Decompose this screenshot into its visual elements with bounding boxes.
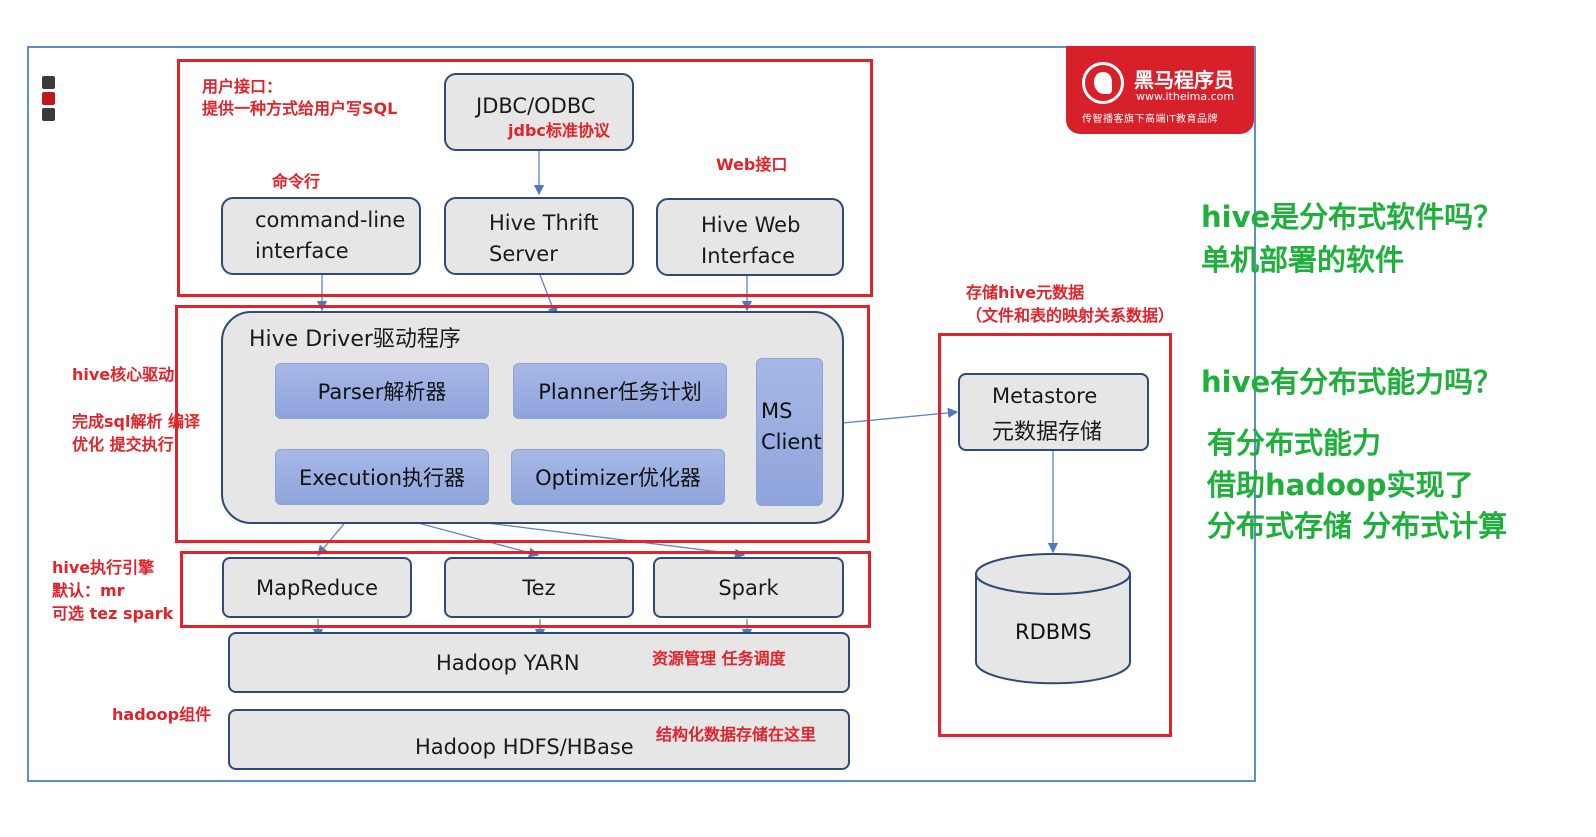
tez-box: Tez: [444, 557, 634, 618]
cli-line2: interface: [255, 239, 349, 263]
cli-note: 命令行: [272, 172, 321, 191]
spark-label: Spark: [718, 575, 779, 600]
driver-desc-line2: 优化 提交执行: [72, 435, 174, 454]
logo-slogan: 传智播客旗下高端IT教育品牌: [1082, 114, 1219, 125]
square-icon: [42, 108, 55, 121]
execution-label: Execution执行器: [298, 466, 466, 490]
yarn-note: 资源管理 任务调度: [652, 649, 786, 668]
driver-group: [175, 305, 870, 543]
arrow-ms-metastore: [821, 407, 959, 426]
ms-client-line1: MS: [761, 399, 793, 423]
parser-box: Parser解析器: [275, 363, 489, 419]
itheima-logo: 黑马程序员 www.itheima.com 传智播客旗下高端IT教育品牌: [1066, 46, 1254, 134]
hadoop-hdfs-label: Hadoop HDFS/HBase: [415, 735, 634, 759]
mapreduce-box: MapReduce: [222, 557, 412, 618]
cli-box: command-line interface: [221, 197, 421, 275]
jdbc-odbc-box: JDBC/ODBC: [444, 73, 634, 151]
answer1: 单机部署的软件: [1201, 243, 1405, 277]
ms-client-box: MS Client: [756, 358, 823, 506]
question2: hive有分布式能力吗？: [1201, 365, 1503, 399]
metastore-group: [938, 333, 1172, 737]
engine-group: [180, 551, 871, 628]
thrift-line2: Server: [489, 242, 558, 266]
thrift-line1: Hive Thrift: [489, 211, 599, 235]
spark-box: Spark: [653, 557, 844, 618]
jdbc-odbc-label: JDBC/ODBC: [476, 94, 596, 118]
cli-line1: command-line: [255, 208, 406, 232]
user-interface-label: 用户接口：: [202, 77, 283, 96]
mapreduce-label: MapReduce: [256, 575, 378, 600]
thrift-server-box: Hive Thrift Server: [444, 197, 634, 275]
user-interface-desc: 提供一种方式给用户写SQL: [202, 99, 398, 118]
engine-label-line1: hive执行引擎: [52, 558, 155, 577]
engine-label-line2: 默认：mr: [52, 581, 125, 600]
driver-desc-line1: 完成sql解析 编译: [72, 412, 201, 431]
logo-url: www.itheima.com: [1136, 90, 1235, 103]
answer2-line1: 有分布式能力: [1207, 426, 1382, 460]
logo-brand: 黑马程序员: [1134, 68, 1234, 92]
hadoop-yarn-label: Hadoop YARN: [436, 651, 580, 675]
metastore-label-line2: （文件和表的映射关系数据）: [966, 306, 1175, 325]
hive-driver-title: Hive Driver驱动程序: [249, 327, 461, 352]
metastore-line1: Metastore: [992, 384, 1098, 408]
rdbms-label: RDBMS: [1015, 620, 1092, 644]
planner-box: Planner任务计划: [513, 363, 727, 419]
metastore-label-line1: 存储hive元数据: [966, 283, 1085, 302]
horse-logo-icon: [1082, 62, 1124, 104]
metastore-box: Metastore 元数据存储: [958, 373, 1149, 451]
hadoop-yarn-box: Hadoop YARN: [228, 632, 850, 693]
driver-label: hive核心驱动: [72, 365, 175, 384]
square-icon: [42, 92, 55, 105]
answer2-line2: 借助hadoop实现了: [1207, 468, 1474, 502]
diagram-frame: [27, 46, 1256, 782]
metastore-line2: 元数据存储: [992, 420, 1103, 445]
web-line1: Hive Web: [701, 213, 801, 237]
rdbms-cylinder-icon: [975, 553, 1131, 685]
user-interface-group: [177, 59, 873, 297]
web-interface-box: Hive Web Interface: [656, 198, 844, 276]
web-line2: Interface: [701, 244, 796, 268]
planner-label: Planner任务计划: [538, 380, 702, 404]
hdfs-note: 结构化数据存储在这里: [656, 725, 817, 744]
question1: hive是分布式软件吗？: [1201, 200, 1503, 234]
optimizer-box: Optimizer优化器: [511, 449, 725, 505]
ms-client-line2: Client: [761, 430, 822, 454]
hadoop-label: hadoop组件: [112, 705, 212, 724]
jdbc-note: jdbc标准协议: [508, 121, 610, 140]
hadoop-hdfs-box: Hadoop HDFS/HBase: [228, 709, 850, 770]
answer2-line3: 分布式存储 分布式计算: [1207, 509, 1508, 543]
execution-box: Execution执行器: [275, 449, 489, 505]
square-icon: [42, 76, 55, 89]
engine-label-line3: 可选 tez spark: [52, 604, 174, 623]
tez-label: Tez: [522, 575, 556, 600]
parser-label: Parser解析器: [317, 380, 447, 404]
web-note: Web接口: [716, 155, 788, 174]
optimizer-label: Optimizer优化器: [535, 466, 701, 490]
